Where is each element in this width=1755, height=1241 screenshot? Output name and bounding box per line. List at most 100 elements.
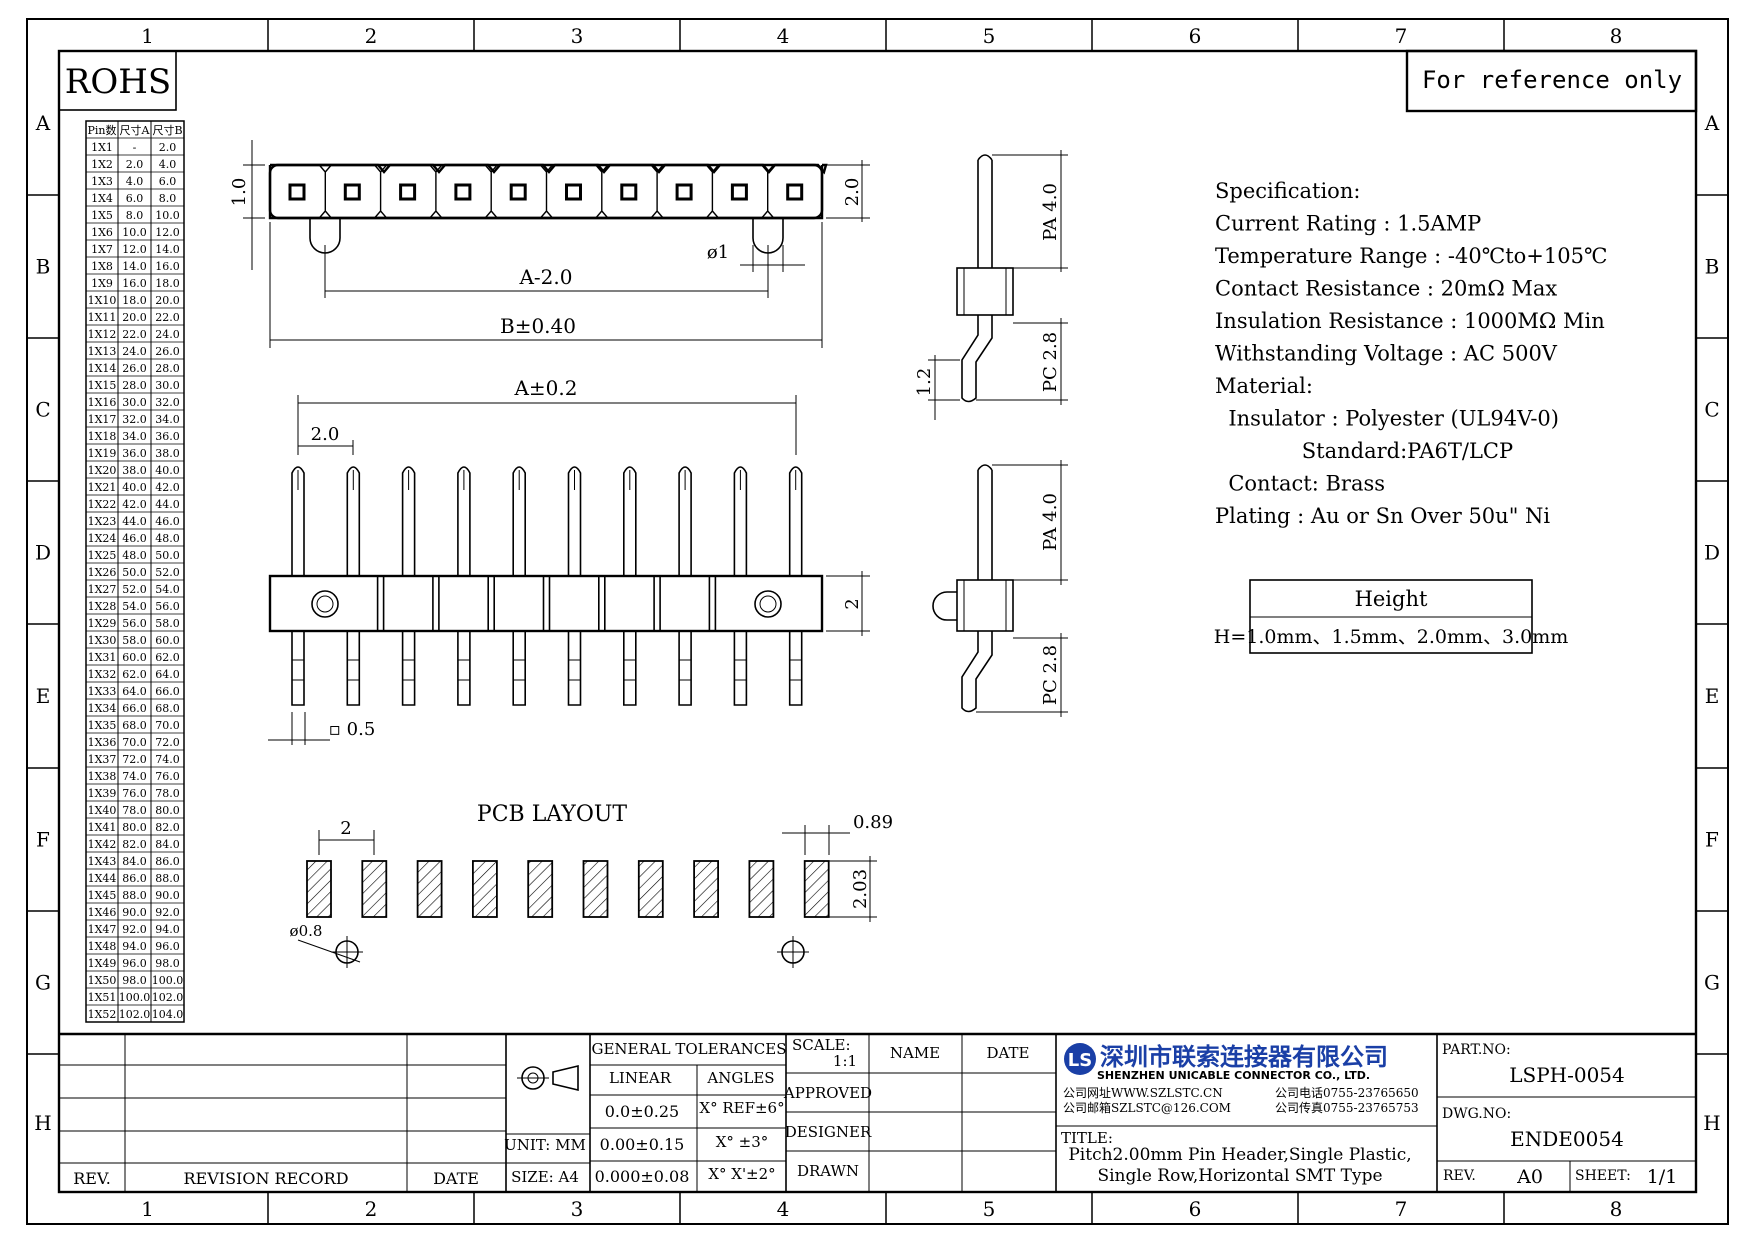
row-label-left: B <box>36 255 51 279</box>
pin-table-cell: 24.0 <box>122 345 147 358</box>
pin-table-cell: 50.0 <box>155 549 180 562</box>
drawing-title-line1: Pitch2.00mm Pin Header,Single Plastic, <box>1068 1145 1411 1165</box>
pin-table-cell: 1X11 <box>88 311 117 324</box>
dwg-no-value: ENDE0054 <box>1510 1127 1624 1151</box>
row-label-left: F <box>36 828 50 852</box>
pin-table-cell: 52.0 <box>122 583 147 596</box>
col-label-bottom: 6 <box>1189 1197 1202 1221</box>
pin-table-cell: 74.0 <box>122 770 147 783</box>
sheet-value: 1/1 <box>1647 1166 1678 1188</box>
pin-table-cell: 102.0 <box>152 991 184 1004</box>
pin-table-cell: 4.0 <box>126 175 144 188</box>
pcb-pad <box>416 860 443 918</box>
pin-table-cell: 58.0 <box>155 617 180 630</box>
pin-table-cell: 34.0 <box>122 430 147 443</box>
top-view-pin-square <box>454 183 472 201</box>
pin-table-cell: 30.0 <box>155 379 180 392</box>
pin-table-cell: 56.0 <box>155 600 180 613</box>
pcb-pad <box>527 860 554 918</box>
col-label-bottom: 7 <box>1395 1197 1408 1221</box>
pin-table-cell: 38.0 <box>155 447 180 460</box>
row-label-right: A <box>1704 111 1720 135</box>
pin-table-cell: 72.0 <box>155 736 180 749</box>
pin-table-cell: 76.0 <box>122 787 147 800</box>
pin-table-cell: 62.0 <box>122 668 147 681</box>
side-top-foot-dim: 1.2 <box>914 368 935 397</box>
pin-table-cell: 1X41 <box>88 821 117 834</box>
height-box: Height H=1.0mm、1.5mm、2.0mm、3.0mm <box>1214 579 1568 654</box>
top-view-pin-square <box>288 183 306 201</box>
rev-value-label: REV. <box>1443 1168 1476 1184</box>
pin-table-cell: 1X32 <box>88 668 117 681</box>
front-pin-lower <box>788 631 803 706</box>
rohs-box <box>58 50 177 111</box>
pin-table-cell: 44.0 <box>122 515 147 528</box>
pcb-pad-width-dim: 0.89 <box>853 812 893 833</box>
pin-table-cell: 1X7 <box>91 243 113 256</box>
top-view-pin-square <box>509 183 527 201</box>
pin-table-cell: 84.0 <box>155 838 180 851</box>
drawn-label: DRAWN <box>797 1162 859 1180</box>
tol-linear-1: 0.0±0.25 <box>605 1102 679 1121</box>
pin-table-cell: 46.0 <box>122 532 147 545</box>
pcb-pad <box>582 860 609 918</box>
front-pin-upper <box>457 466 471 576</box>
signature-name-label: NAME <box>890 1044 940 1062</box>
pin-table-cell: 4.0 <box>159 158 177 171</box>
rev-label: REV. <box>73 1169 111 1188</box>
pin-table-cell: 74.0 <box>155 753 180 766</box>
top-width-dim: 2.0 <box>842 178 863 207</box>
pin-table-cell: 48.0 <box>155 532 180 545</box>
col-label-top: 3 <box>571 24 584 48</box>
front-pin-upper <box>567 466 582 576</box>
pin-table-cell: 38.0 <box>122 464 147 477</box>
pin-table-cell: 20.0 <box>155 294 180 307</box>
pcb-pad <box>748 860 775 918</box>
pin-table-cell: 1X8 <box>91 260 113 273</box>
pin-table-cell: 94.0 <box>122 940 147 953</box>
pin-table-cell: 1X39 <box>88 787 117 800</box>
row-label-right: H <box>1703 1111 1720 1135</box>
pin-table-cell: 36.0 <box>155 430 180 443</box>
pin-table-cell: 1X24 <box>88 532 117 545</box>
pin-table-cell: 52.0 <box>155 566 180 579</box>
front-pin-lower <box>678 631 692 706</box>
col-label-top: 8 <box>1610 24 1623 48</box>
pin-table-cell: 10.0 <box>155 209 180 222</box>
sheet-label: SHEET: <box>1575 1168 1631 1184</box>
pin-table-cell: 104.0 <box>152 1008 184 1021</box>
pin-table-cell: 1X46 <box>88 906 117 919</box>
pin-table-cell: 56.0 <box>122 617 147 630</box>
front-left-hole <box>311 590 339 618</box>
spec-line: Plating : Au or Sn Over 50u" Ni <box>1215 504 1550 528</box>
pcb-pad-height-dim: 2.03 <box>850 869 871 909</box>
dwg-no-label: DWG.NO: <box>1442 1106 1511 1122</box>
spec-line: Temperature Range : -40℃to+105℃ <box>1215 244 1607 268</box>
pin-table-cell: 34.0 <box>155 413 180 426</box>
pcb-pad <box>361 860 388 918</box>
pin-table-cell: 16.0 <box>122 277 147 290</box>
pin-table-cell: 54.0 <box>122 600 147 613</box>
top-view-outline <box>268 163 828 220</box>
designer-label: DESIGNER <box>785 1123 872 1141</box>
tol-angles-1: X° REF±6° <box>699 1099 784 1117</box>
pin-table-cell: 1X34 <box>88 702 117 715</box>
col-label-top: 5 <box>983 24 996 48</box>
row-label-left: G <box>35 971 51 995</box>
pin-table-header: 尺寸B <box>152 123 182 137</box>
row-label-right: C <box>1704 398 1719 422</box>
revision-record-label: REVISION RECORD <box>183 1169 348 1188</box>
row-label-left: H <box>34 1111 51 1135</box>
pcb-pad <box>471 860 498 918</box>
col-label-top: 6 <box>1189 24 1202 48</box>
spec-line: Specification: <box>1215 179 1360 203</box>
inner-border <box>57 49 1698 1194</box>
pin-table-cell: 60.0 <box>155 634 180 647</box>
pin-table-cell: 20.0 <box>122 311 147 324</box>
front-pin-upper <box>623 466 637 576</box>
pcb-hole-dim: ø0.8 <box>290 922 323 940</box>
pin-table-cell: 62.0 <box>155 651 180 664</box>
spec-line: Contact Resistance : 20mΩ Max <box>1215 277 1557 301</box>
